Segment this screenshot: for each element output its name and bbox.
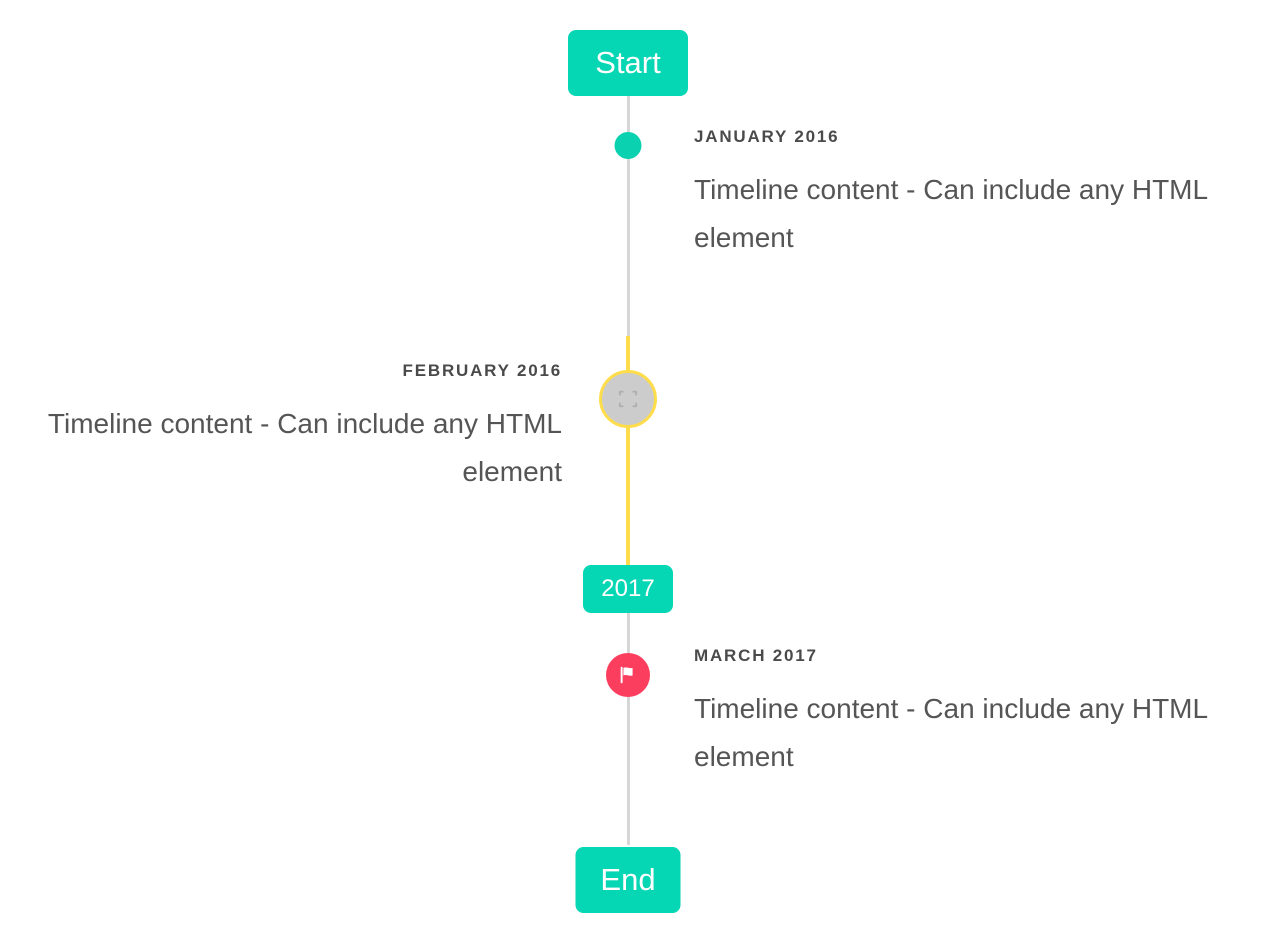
flag-icon — [620, 666, 633, 684]
timeline-start-badge[interactable]: Start — [568, 30, 688, 96]
timeline-event-january-2016: JANUARY 2016 Timeline content - Can incl… — [0, 126, 1268, 262]
timeline-line-segment-top — [626, 90, 630, 336]
timeline-year-divider-badge[interactable]: 2017 — [583, 565, 673, 613]
timeline-event-body: Timeline content - Can include any HTML … — [694, 174, 1208, 254]
timeline-marker-broken-image-icon[interactable] — [599, 370, 657, 428]
timeline-event-date: MARCH 2017 — [694, 646, 818, 665]
timeline-line-segment-bottom — [626, 613, 630, 845]
timeline-end-label: End — [600, 862, 656, 897]
timeline-event-march-2017: MARCH 2017 Timeline content - Can includ… — [0, 645, 1268, 781]
timeline-event-date: FEBRUARY 2016 — [402, 361, 562, 380]
timeline-marker-flag-icon[interactable] — [606, 653, 650, 697]
timeline-start-label: Start — [595, 45, 661, 80]
timeline-event-date: JANUARY 2016 — [694, 127, 840, 146]
timeline-event-spacer — [0, 126, 628, 262]
timeline-marker-dot-icon[interactable] — [614, 132, 642, 159]
timeline-line-segment-highlighted — [626, 336, 630, 565]
timeline-event-body: Timeline content - Can include any HTML … — [47, 408, 562, 488]
broken-image-icon — [618, 390, 638, 408]
timeline-event-content-left: FEBRUARY 2016 Timeline content - Can inc… — [0, 360, 628, 496]
timeline-event-content-right: JANUARY 2016 Timeline content - Can incl… — [628, 126, 1268, 262]
timeline-event-spacer — [0, 645, 628, 781]
timeline-year-divider-label: 2017 — [601, 575, 655, 602]
timeline-end-badge[interactable]: End — [575, 847, 681, 913]
timeline-event-content-right: MARCH 2017 Timeline content - Can includ… — [628, 645, 1268, 781]
timeline-event-february-2016: FEBRUARY 2016 Timeline content - Can inc… — [0, 360, 1268, 496]
timeline-event-body: Timeline content - Can include any HTML … — [694, 693, 1208, 773]
timeline-event-spacer — [628, 360, 1256, 496]
